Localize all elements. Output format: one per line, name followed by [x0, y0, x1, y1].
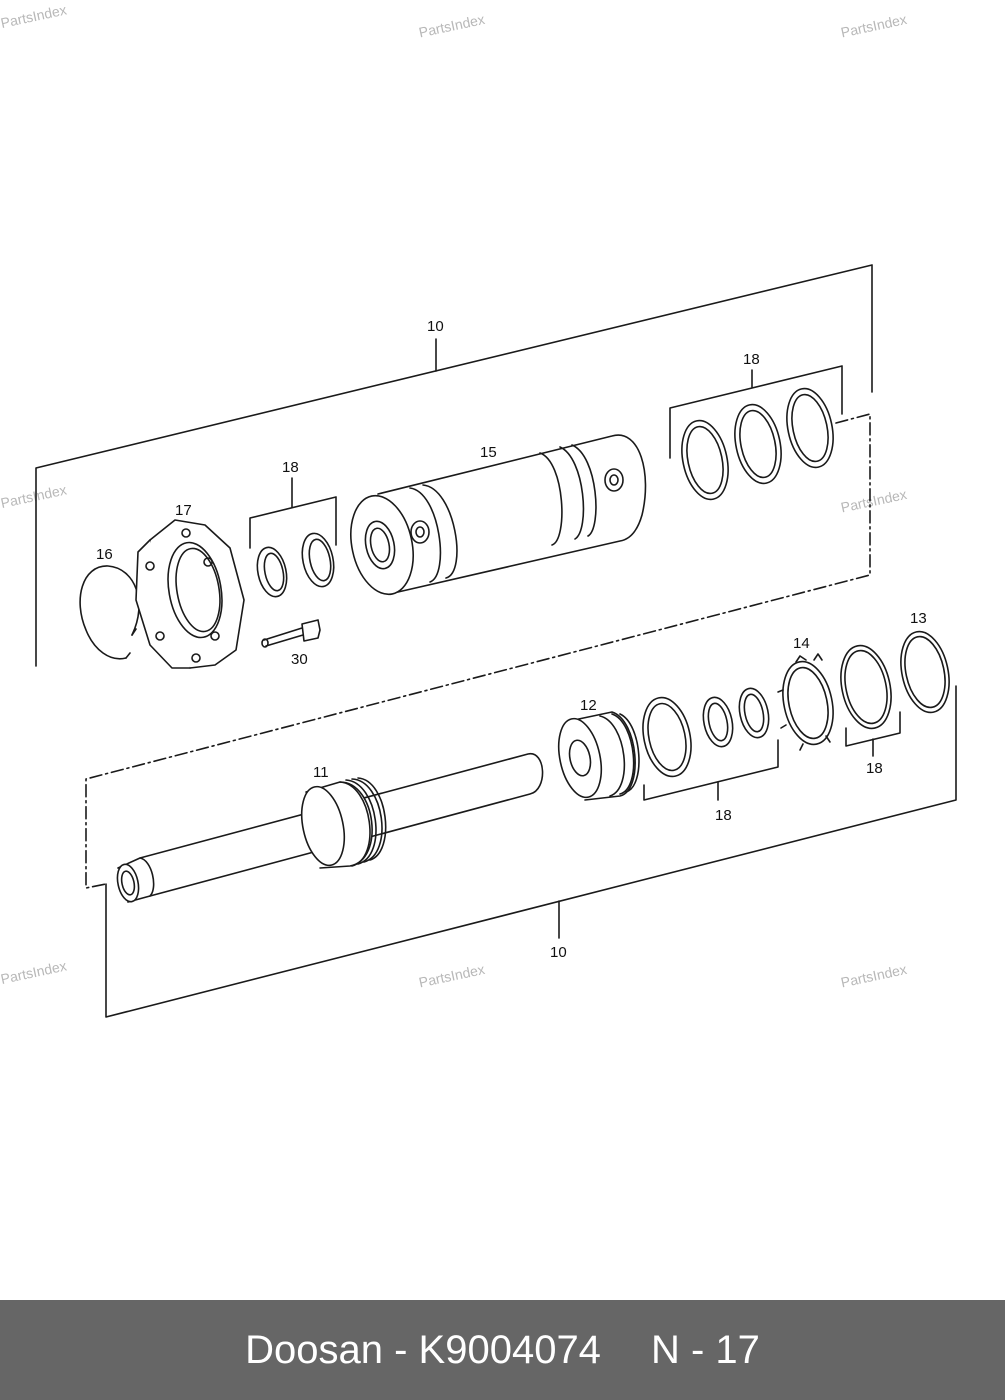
- piston-rod-11: [116, 753, 544, 903]
- bolt-30: [261, 619, 321, 648]
- callout-18-top-right: 18: [743, 351, 760, 368]
- snap-ring-16: [79, 565, 140, 660]
- ring-18-bottom-right: [840, 644, 901, 757]
- footer-bar: Doosan - K9004074 N - 17: [0, 1300, 1005, 1400]
- footer-brand-part-number: Doosan - K9004074: [245, 1327, 601, 1372]
- piston-12: [557, 711, 640, 801]
- callout-18-bottom-right: 18: [866, 760, 883, 777]
- ring-13: [900, 630, 950, 714]
- callout-15: 15: [480, 444, 497, 461]
- watermark: PartsIndex: [0, 957, 68, 987]
- seal-set-18-top-left: [249, 477, 337, 598]
- assembly-bracket-bottom: [105, 685, 957, 1018]
- watermark: PartsIndex: [839, 11, 908, 41]
- dashdot-link: [85, 413, 871, 889]
- exploded-parts-diagram: PartsIndex PartsIndex PartsIndex PartsIn…: [0, 1, 957, 1018]
- callout-16: 16: [96, 546, 113, 563]
- callout-11: 11: [313, 764, 329, 781]
- callout-18-top-left: 18: [282, 459, 299, 476]
- callout-12: 12: [580, 697, 597, 714]
- callout-labels: 10 10 11 12 13 14 15 16 17 18 18 18 18 3…: [96, 318, 927, 961]
- callout-18-bottom-middle: 18: [715, 807, 732, 824]
- footer-page-reference: N - 17: [650, 1327, 760, 1372]
- callout-13: 13: [910, 610, 927, 627]
- callout-30: 30: [291, 651, 308, 668]
- ring-set-18-bottom-middle: [642, 687, 779, 801]
- watermark: PartsIndex: [839, 961, 908, 991]
- watermark: PartsIndex: [0, 1, 68, 31]
- flange-17: [135, 519, 245, 669]
- callout-17: 17: [175, 502, 192, 519]
- cylinder-tube-15: [350, 434, 647, 596]
- callout-14: 14: [793, 635, 810, 652]
- callout-10-top: 10: [427, 318, 444, 335]
- watermark: PartsIndex: [839, 486, 908, 516]
- watermark: PartsIndex: [0, 481, 68, 511]
- assembly-bracket-top: [35, 264, 873, 667]
- callout-10-bottom: 10: [550, 944, 567, 961]
- watermark: PartsIndex: [417, 11, 486, 41]
- watermark: PartsIndex: [417, 961, 486, 991]
- ring-set-18-top-right: [669, 365, 843, 501]
- lock-washer-14: [777, 653, 834, 751]
